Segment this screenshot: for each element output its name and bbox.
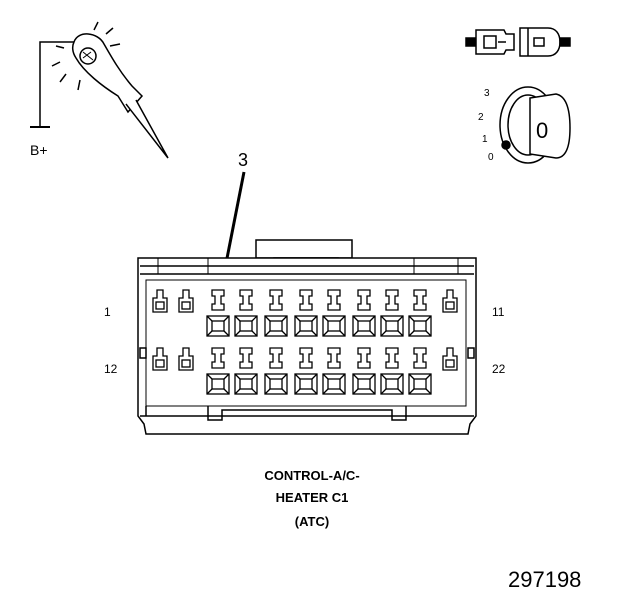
pin-label-11: 11 xyxy=(492,305,505,319)
pin-cavity xyxy=(322,289,346,337)
pin-cavity xyxy=(294,289,318,337)
pin-cavity xyxy=(442,289,458,313)
test-lamp-probe-icon xyxy=(30,21,169,159)
connector-caption-line-1: CONTROL-A/C- xyxy=(264,468,359,483)
connector-body xyxy=(137,239,477,435)
pin-label-22: 22 xyxy=(492,362,506,376)
pin-label-1: 1 xyxy=(104,305,111,319)
pin-cavity xyxy=(264,289,288,337)
pin-cavity xyxy=(152,347,168,371)
ignition-position-2: 2 xyxy=(478,112,484,123)
ignition-switch-icon xyxy=(499,86,571,164)
connector-disconnected-icon xyxy=(465,27,571,57)
pin-cavity xyxy=(234,289,258,337)
connector-caption-line-3: (ATC) xyxy=(295,514,329,529)
pin-cavity xyxy=(152,289,168,313)
pin-cavity xyxy=(206,289,230,337)
pin-cavity xyxy=(380,289,404,337)
pin-cavity xyxy=(352,289,376,337)
ignition-position-3: 3 xyxy=(484,88,490,99)
pin-cavity xyxy=(408,347,432,395)
pin-cavity xyxy=(264,347,288,395)
connector-caption-line-2: HEATER C1 xyxy=(276,490,349,505)
figure-number: 297198 xyxy=(508,567,581,592)
ignition-key-position: 0 xyxy=(536,118,548,143)
supply-label: B+ xyxy=(30,142,48,158)
ignition-position-1: 1 xyxy=(482,134,488,145)
pin-cavity xyxy=(294,347,318,395)
pin-cavity xyxy=(380,347,404,395)
callout-number: 3 xyxy=(238,150,248,170)
ignition-position-0: 0 xyxy=(488,152,494,163)
pin-cavity xyxy=(234,347,258,395)
pin-cavity xyxy=(206,347,230,395)
pin-cavity xyxy=(408,289,432,337)
pin-label-12: 12 xyxy=(104,362,118,376)
pin-cavity xyxy=(178,289,194,313)
pin-cavity xyxy=(352,347,376,395)
pin-cavity xyxy=(322,347,346,395)
pin-cavity xyxy=(442,347,458,371)
pin-cavity xyxy=(178,347,194,371)
pin-cavities xyxy=(152,289,458,395)
